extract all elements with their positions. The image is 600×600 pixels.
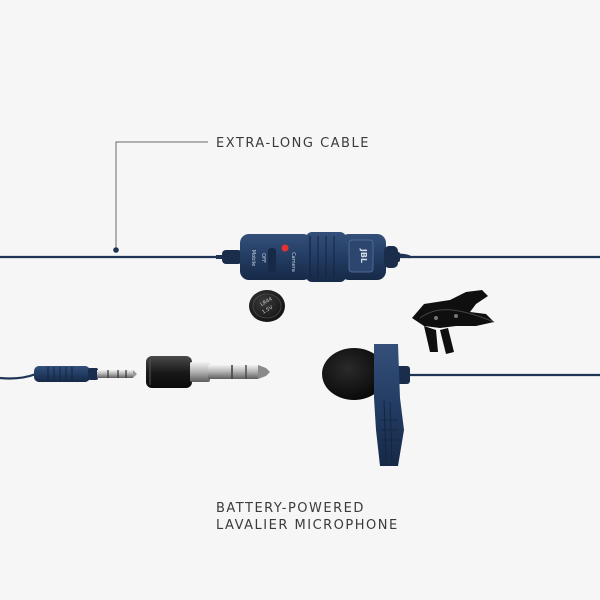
callout-leader — [113, 141, 208, 253]
switch-label-off: OFF — [260, 253, 266, 263]
product-caption-line1: BATTERY-POWERED — [216, 501, 365, 516]
product-caption-line2: LAVALIER MICROPHONE — [216, 518, 399, 533]
mic-clip-body — [374, 344, 404, 466]
battery-label-line2: 1.5V — [261, 304, 274, 315]
lavalier-microphone — [322, 344, 600, 466]
foam-windscreen — [322, 348, 386, 400]
switch-label-bottom: Mobile — [250, 250, 256, 266]
brand-badge — [348, 239, 374, 273]
control-box: JBL Mobile OFF Camera — [222, 232, 400, 282]
tie-clip — [412, 290, 495, 354]
battery-label-line1: LR44 — [260, 296, 274, 308]
cable-caption: EXTRA-LONG CABLE — [216, 136, 370, 151]
brand-logo: JBL — [359, 248, 368, 263]
mini-jack-plug — [0, 366, 137, 382]
mode-switch — [268, 248, 276, 272]
power-led-icon — [281, 244, 289, 252]
switch-label-top: Camera — [290, 252, 296, 272]
battery: LR44 1.5V — [249, 290, 285, 322]
quarter-inch-adapter — [146, 356, 270, 388]
product-caption: BATTERY-POWERED LAVALIER MICROPHONE — [216, 500, 399, 534]
